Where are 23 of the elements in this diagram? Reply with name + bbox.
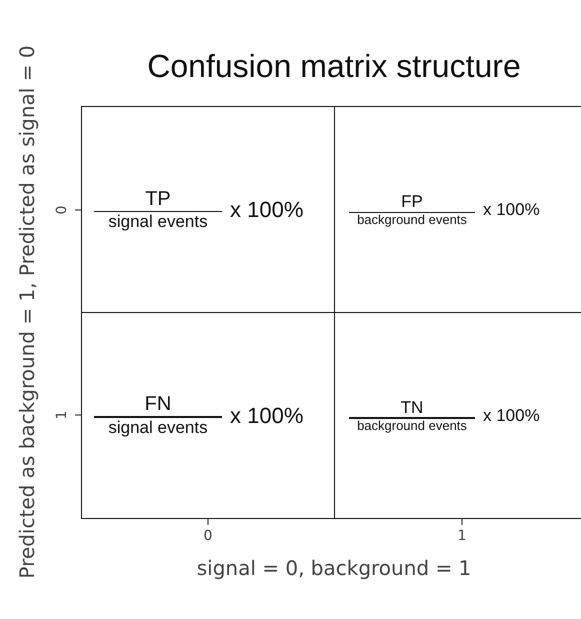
- axis-title: Predicted as background = 1, Predicted as signal = 0: [15, 45, 39, 579]
- multiplier-text: x 100%: [230, 197, 304, 223]
- tick-label: 0: [54, 206, 70, 214]
- numerator-text: TN: [400, 398, 424, 418]
- axis-title: signal = 0, background = 1: [196, 556, 472, 580]
- multiplier-text: x 100%: [230, 402, 304, 428]
- matrix-cell: [334, 106, 581, 314]
- numerator-text: FN: [144, 393, 172, 416]
- numerator-text: TP: [145, 188, 171, 211]
- matrix-cell: [81, 312, 336, 519]
- denominator-text: signal events: [108, 212, 208, 232]
- numerator-text: FP: [401, 192, 423, 212]
- multiplier-text: x 100%: [483, 200, 540, 220]
- multiplier-text: x 100%: [483, 406, 540, 426]
- matrix-cell: [81, 106, 336, 314]
- tick-label: 1: [54, 410, 70, 420]
- denominator-text: background events: [357, 213, 467, 228]
- denominator-text: signal events: [108, 418, 208, 438]
- tick-label: 0: [204, 528, 212, 544]
- matrix-cell: [334, 312, 581, 519]
- chart-title: Confusion matrix structure: [146, 48, 522, 85]
- denominator-text: background events: [357, 418, 467, 434]
- tick-label: 1: [458, 528, 466, 544]
